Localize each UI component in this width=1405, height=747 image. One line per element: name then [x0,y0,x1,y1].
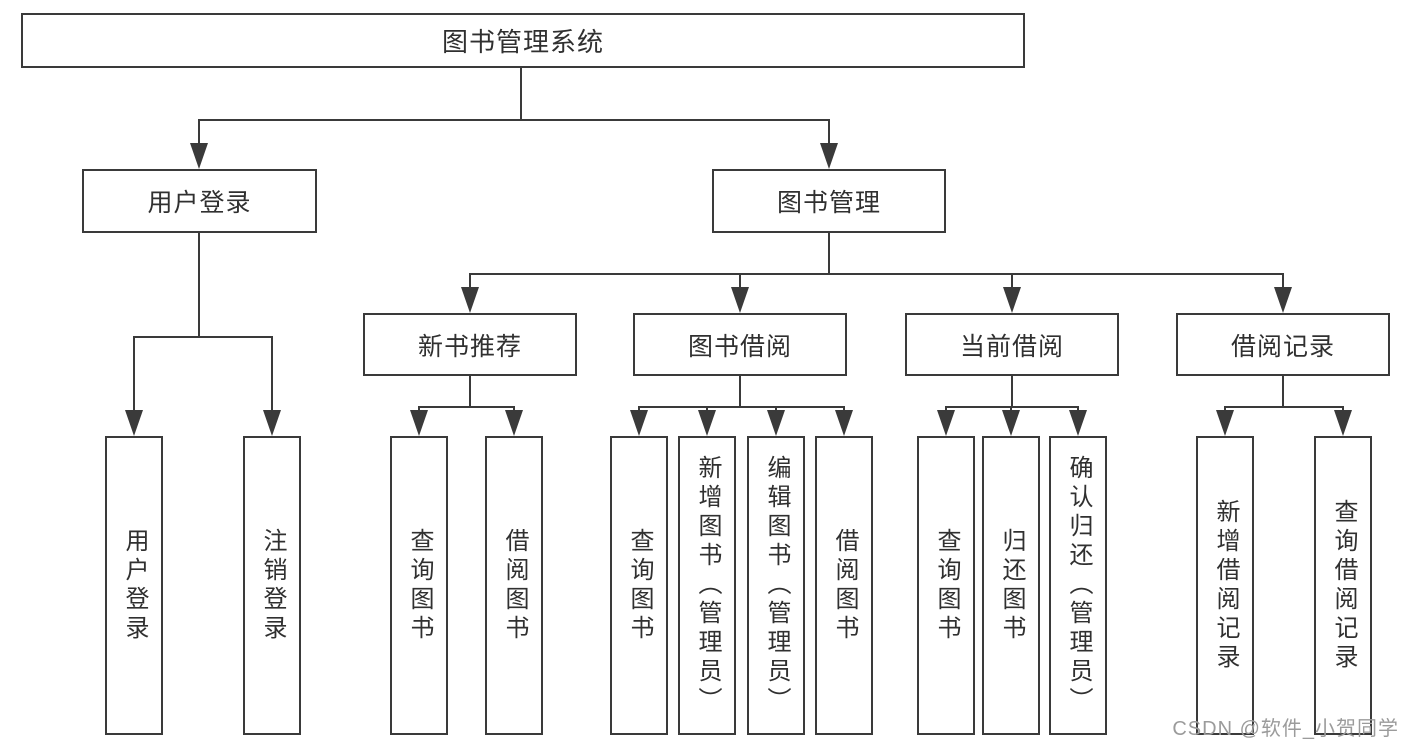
node-borrowing-records: 借阅记录 [1176,313,1390,376]
connector-drop-line [828,119,830,145]
leaf-label: 查询图书 [626,527,653,644]
leaf-label: 编辑图书（管理员） [763,455,790,716]
leaf-add-borrow-record: 新增借阅记录 [1196,436,1254,735]
leaf-return-books: 归还图书 [982,436,1040,735]
connector-user-login-rail [133,336,273,338]
leaf-logout: 注销登录 [243,436,301,735]
leaf-label: 查询借阅记录 [1330,498,1357,673]
connector-leaf-rail [638,406,845,408]
arrow-down-icon [1002,410,1020,436]
connector-user-login-stem [198,233,200,336]
arrow-down-icon [410,410,428,436]
leaf-user-login: 用户登录 [105,436,163,735]
arrow-down-icon [937,410,955,436]
node-user-login: 用户登录 [82,169,317,233]
connector-leaf-rail [1224,406,1344,408]
connector-leaf-rail [945,406,1079,408]
arrow-down-icon [1216,410,1234,436]
leaf-query-books-current: 查询图书 [917,436,975,735]
connector-stem [1282,376,1284,406]
leaf-borrow-books: 借阅图书 [815,436,873,735]
connector-stem [739,376,741,406]
connector-root-stem [520,68,522,120]
leaf-confirm-return-admin: 确认归还（管理员） [1049,436,1107,735]
arrow-down-icon [461,287,479,313]
connector-stem [469,376,471,406]
connector-drop-line [133,336,135,412]
csdn-watermark: CSDN @软件_小贺同学 [1172,718,1399,740]
connector-drop-line [1011,273,1013,289]
node-root: 图书管理系统 [21,13,1025,68]
leaf-label: 注销登录 [259,527,286,644]
connector-level3-rail [469,273,1284,275]
leaf-label: 确认归还（管理员） [1065,455,1092,716]
arrow-down-icon [1334,410,1352,436]
arrow-down-icon [698,410,716,436]
leaf-label: 新增图书（管理员） [694,455,721,716]
leaf-query-borrow-record: 查询借阅记录 [1314,436,1372,735]
arrow-down-icon [835,410,853,436]
connector-drop-line [739,273,741,289]
connector-drop-line [1282,273,1284,289]
leaf-borrow-books-recommend: 借阅图书 [485,436,543,735]
arrow-down-icon [190,143,208,169]
leaf-edit-books-admin: 编辑图书（管理员） [747,436,805,735]
node-book-management: 图书管理 [712,169,946,233]
leaf-label: 借阅图书 [831,527,858,644]
arrow-down-icon [820,143,838,169]
connector-drop-line [198,119,200,145]
node-new-book-recommend: 新书推荐 [363,313,577,376]
arrow-down-icon [1069,410,1087,436]
leaf-query-books-recommend: 查询图书 [390,436,448,735]
connector-level2-rail [198,119,830,121]
leaf-label: 查询图书 [406,527,433,644]
leaf-label: 借阅图书 [501,527,528,644]
node-current-borrowing: 当前借阅 [905,313,1119,376]
connector-drop-line [469,273,471,289]
arrow-down-icon [263,410,281,436]
arrow-down-icon [505,410,523,436]
arrow-down-icon [125,410,143,436]
leaf-label: 新增借阅记录 [1212,498,1239,673]
leaf-label: 归还图书 [998,527,1025,644]
leaf-label: 用户登录 [121,527,148,644]
arrow-down-icon [1274,287,1292,313]
leaf-label: 查询图书 [933,527,960,644]
connector-drop-line [271,336,273,412]
arrow-down-icon [630,410,648,436]
connector-book-mgmt-stem [828,233,830,273]
connector-stem [1011,376,1013,406]
node-book-borrowing: 图书借阅 [633,313,847,376]
arrow-down-icon [1003,287,1021,313]
leaf-query-books-borrowing: 查询图书 [610,436,668,735]
leaf-add-books-admin: 新增图书（管理员） [678,436,736,735]
arrow-down-icon [767,410,785,436]
connector-leaf-rail [418,406,515,408]
arrow-down-icon [731,287,749,313]
